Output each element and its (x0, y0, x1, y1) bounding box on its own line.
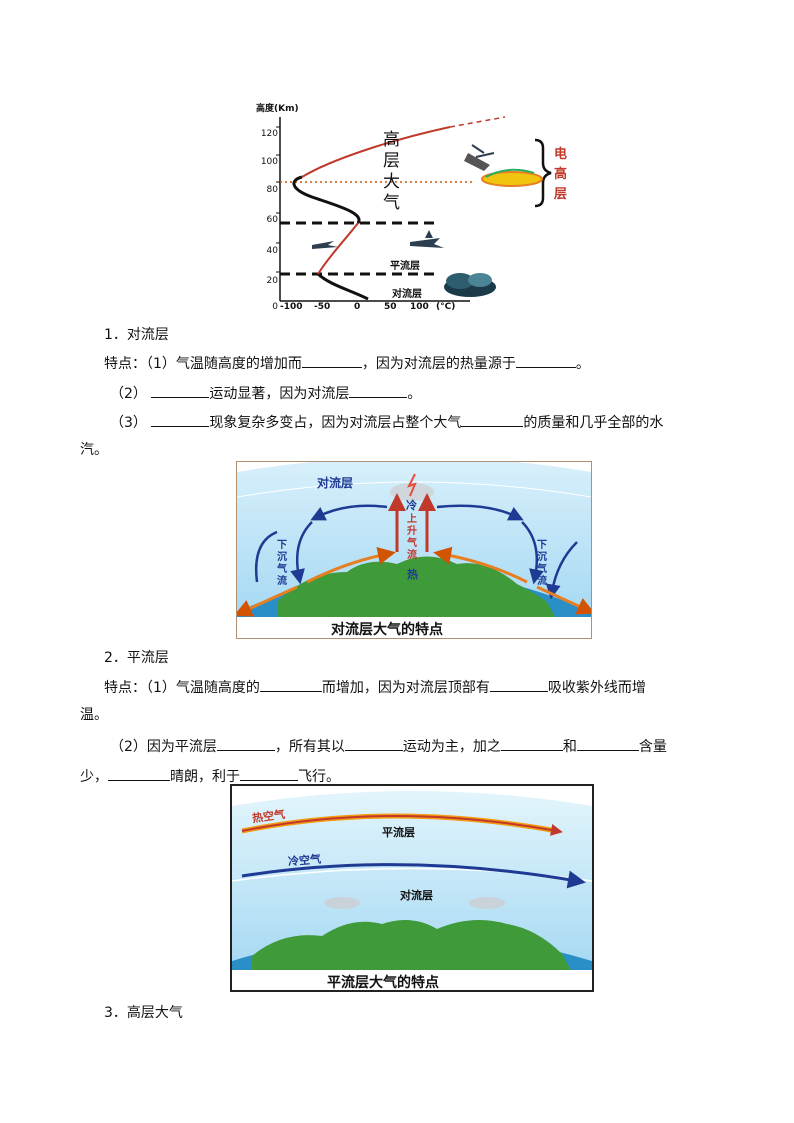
s2-l3-text-b: ，所有其以 (274, 739, 345, 755)
answer-blank[interactable] (151, 383, 210, 398)
section-2-line-1: 特点：（1）气温随高度的 而增加，因为对流层顶部有 吸收紫外线而增 (104, 677, 646, 697)
s1-l2-text-c: 。 (407, 386, 422, 402)
s2-l1-text-b: 而增加，因为对流层顶部有 (321, 680, 490, 696)
x-tick-0: 0 (354, 302, 361, 312)
s1-l1-text-a: 特点：（1）气温随高度的增加而 (104, 356, 302, 372)
answer-blank[interactable] (240, 766, 298, 781)
answer-blank[interactable] (108, 766, 170, 781)
sinking-airflow-left-label: 下沉气流 (277, 540, 287, 587)
answer-blank[interactable] (216, 736, 275, 751)
troposphere-title: 对流层 (317, 476, 354, 490)
answer-blank[interactable] (489, 677, 548, 692)
answer-blank[interactable] (576, 736, 639, 751)
s1-l3-text-b: 现象复杂多变占，因为对流层占整个大气 (209, 415, 462, 431)
cold-label: 冷 (406, 499, 417, 512)
answer-blank[interactable] (349, 383, 408, 398)
atmosphere-temperature-figure: 高度(Km) 120 100 80 60 40 20 0 -100 -50 0 … (250, 95, 590, 317)
s2-l3-text-d: 和 (562, 739, 577, 755)
section-1-heading: 1．对流层 (104, 327, 169, 343)
hot-label: 热 (407, 568, 418, 581)
s1-l2-text-a: （2） (110, 386, 147, 402)
y-tick-20: 20 (266, 276, 278, 286)
x-tick-50: 50 (384, 302, 397, 312)
s1-l1-text-c: 。 (575, 356, 590, 372)
sinking-airflow-right-label: 下沉气流 (537, 540, 547, 587)
s1-l3-text-a: （3） (110, 415, 147, 431)
x-tick-m100: -100 (280, 302, 303, 312)
y-tick-100: 100 (260, 157, 278, 167)
aurora-icon (481, 168, 543, 187)
s2-l4-text-c: 飞行。 (298, 769, 340, 785)
troposphere-label: 对流层 (400, 889, 433, 902)
stratosphere-figure: 热空气 平流层 冷空气 对流层 平流层大气的特点 (230, 784, 594, 992)
answer-blank[interactable] (515, 353, 576, 368)
section-1-line-3: （3） 现象复杂多变占，因为对流层占整个大气 的质量和几乎全部的水 (110, 412, 663, 432)
x-tick-100: 100 (410, 302, 429, 312)
s2-l1-text-a: 特点：（1）气温随高度的 (104, 680, 260, 696)
ionosphere-label: 电高层 (554, 147, 568, 202)
section-1-line-4: 汽。 (80, 442, 108, 458)
answer-blank[interactable] (259, 677, 322, 692)
section-1-line-2: （2） 运动显著，因为对流层 。 (110, 383, 421, 403)
answer-blank[interactable] (344, 736, 403, 751)
section-2-line-4: 少， 晴朗，利于 飞行。 (80, 766, 340, 786)
cold-air-label: 冷空气 (287, 852, 322, 869)
storm-cloud-icon (444, 273, 496, 297)
troposphere-label: 对流层 (392, 289, 422, 300)
troposphere-figure: 对流层 冷 上升气流 下沉气流 下沉气流 热 对流层大气的特点 (236, 461, 592, 639)
troposphere-caption: 对流层大气的特点 (331, 622, 443, 638)
s2-l4-text-b: 晴朗，利于 (170, 769, 240, 785)
s2-l1-text-c: 吸收紫外线而增 (547, 680, 646, 696)
upper-atmosphere-label: 高层大气 (383, 130, 400, 213)
s2-l3-text-e: 含量 (638, 739, 667, 755)
stratosphere-label: 平流层 (390, 261, 420, 272)
airplane-icon (312, 230, 444, 249)
stratosphere-caption: 平流层大气的特点 (327, 975, 439, 991)
y-tick-60: 60 (266, 215, 278, 225)
section-3-heading: 3．高层大气 (104, 1005, 183, 1021)
rising-airflow-label: 上升气流 (407, 514, 417, 561)
stratosphere-label: 平流层 (382, 826, 415, 839)
section-2-line-2: 温。 (80, 707, 108, 723)
x-unit: (°C) (436, 302, 456, 312)
y-tick-120: 120 (260, 129, 278, 139)
x-tick-m50: -50 (314, 302, 331, 312)
y-tick-0: 0 (272, 302, 278, 312)
answer-blank[interactable] (500, 736, 563, 751)
y-axis-label: 高度(Km) (256, 104, 299, 114)
y-tick-40: 40 (266, 246, 278, 256)
answer-blank[interactable] (461, 412, 524, 427)
s1-l1-text-b: ，因为对流层的热量源于 (361, 356, 516, 372)
s2-l4-text-a: 少， (80, 769, 108, 785)
s1-l3-text-c: 的质量和几乎全部的水 (523, 415, 664, 431)
section-2-heading: 2．平流层 (104, 650, 169, 666)
s2-l3-text-c: 运动为主，加之 (402, 739, 501, 755)
section-2-line-3: （2）因为平流层 ，所有其以 运动为主，加之 和 含量 (110, 736, 667, 756)
section-1-line-1: 特点：（1）气温随高度的增加而 ，因为对流层的热量源于 。 (104, 353, 590, 373)
answer-blank[interactable] (301, 353, 362, 368)
s1-l2-text-b: 运动显著，因为对流层 (209, 386, 350, 402)
satellite-icon (464, 144, 495, 171)
s2-l3-text-a: （2）因为平流层 (110, 739, 217, 755)
y-tick-labels: 120 100 80 60 40 20 0 (258, 120, 278, 322)
answer-blank[interactable] (151, 412, 210, 427)
y-tick-80: 80 (266, 185, 278, 195)
